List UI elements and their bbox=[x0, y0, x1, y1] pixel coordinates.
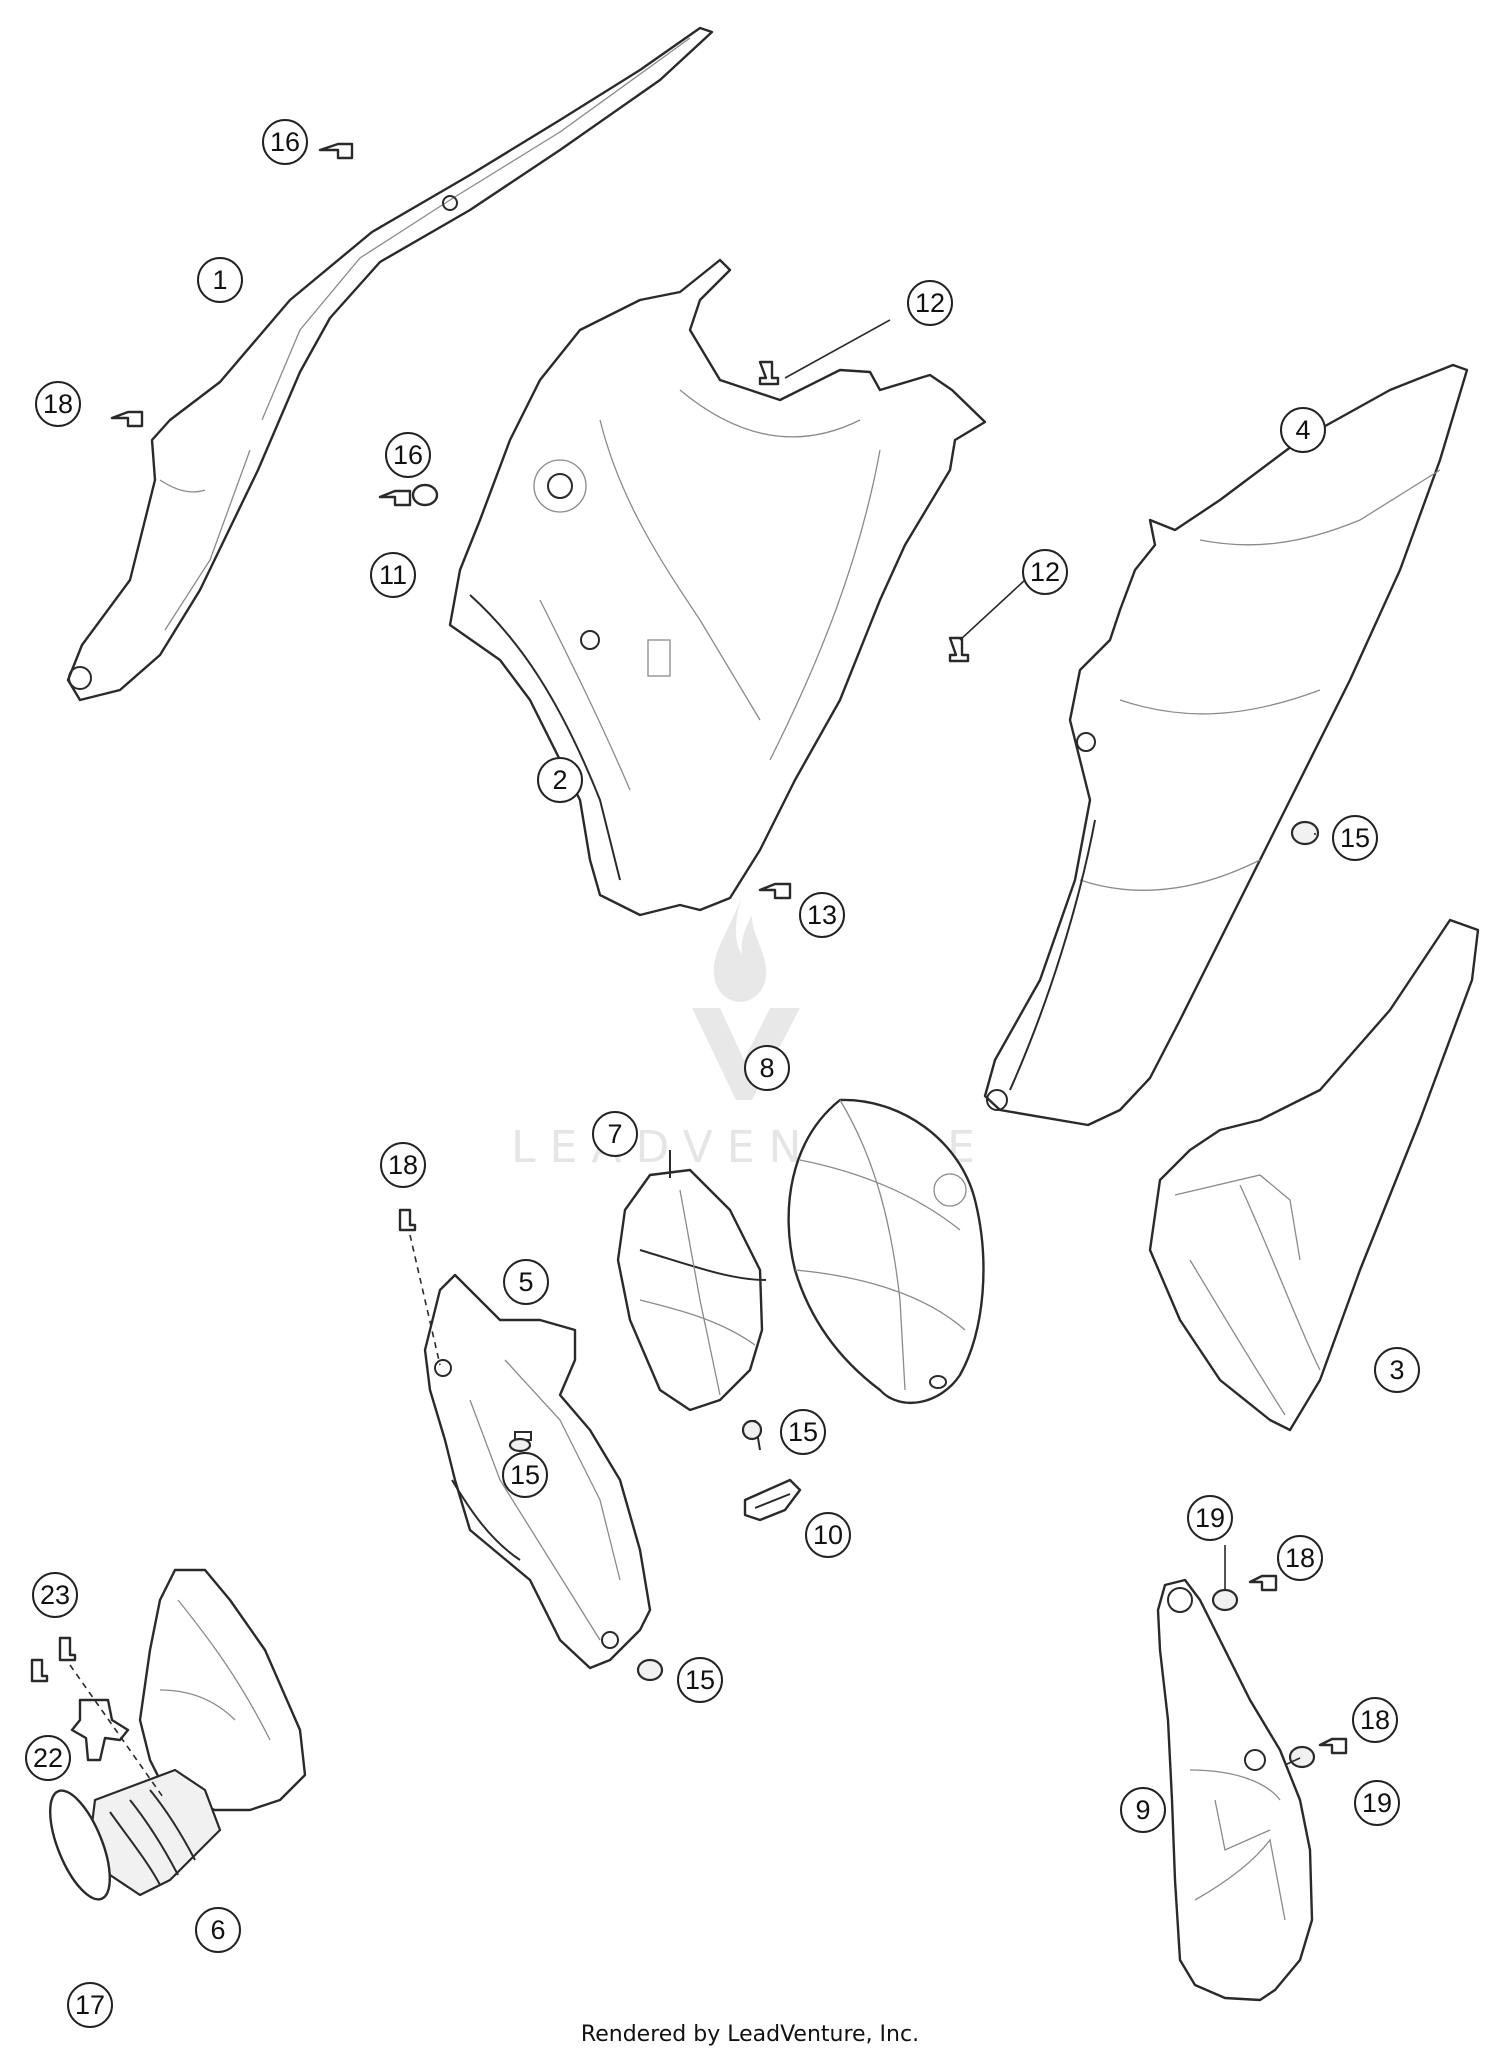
callout-6[interactable]: 6 bbox=[195, 1907, 241, 1953]
callout-16-top-left[interactable]: 16 bbox=[262, 119, 308, 165]
svg-text:6: 6 bbox=[210, 1915, 225, 1945]
washer-top bbox=[1211, 1588, 1239, 1612]
hardware bbox=[30, 142, 1348, 1901]
callout-15-cage[interactable]: 15 bbox=[780, 1409, 826, 1455]
callout-17[interactable]: 17 bbox=[67, 1982, 113, 2028]
callout-12-right[interactable]: 12 bbox=[1022, 549, 1068, 595]
svg-text:15: 15 bbox=[685, 1665, 715, 1695]
screw-top bbox=[758, 360, 780, 386]
svg-text:3: 3 bbox=[1389, 1355, 1404, 1385]
callout-11[interactable]: 11 bbox=[370, 552, 416, 598]
screw-cover-bottom bbox=[1318, 1737, 1348, 1755]
intake-boot[interactable] bbox=[88, 1568, 307, 1897]
screw-top-left bbox=[318, 142, 354, 160]
airbox-housing[interactable] bbox=[448, 258, 987, 917]
svg-text:19: 19 bbox=[1362, 1788, 1392, 1818]
screw-cover-top bbox=[1248, 1574, 1278, 1592]
callout-18-cover-top[interactable]: 18 bbox=[1277, 1535, 1323, 1581]
callout-15-lower[interactable]: 15 bbox=[677, 1657, 723, 1703]
flame-logo-icon bbox=[713, 895, 767, 1002]
svg-text:5: 5 bbox=[518, 1267, 533, 1297]
callout-13[interactable]: 13 bbox=[799, 892, 845, 938]
left-rear-frame-strut[interactable] bbox=[66, 26, 714, 702]
callout-18-cover-bottom[interactable]: 18 bbox=[1352, 1697, 1398, 1743]
left-side-cover[interactable] bbox=[1156, 1578, 1314, 2002]
sensor-screw bbox=[58, 1636, 77, 1662]
screw-right bbox=[948, 636, 970, 663]
side-panel-right[interactable] bbox=[983, 363, 1469, 1127]
rendered-by-credit: Rendered by LeadVenture, Inc. bbox=[580, 2022, 920, 2047]
svg-text:15: 15 bbox=[1340, 823, 1370, 853]
svg-text:15: 15 bbox=[788, 1417, 818, 1447]
hose-clamp bbox=[48, 1789, 112, 1901]
svg-text:23: 23 bbox=[40, 1580, 70, 1610]
callout-4[interactable]: 4 bbox=[1280, 407, 1326, 453]
grommet-frame bbox=[508, 1437, 532, 1453]
svg-text:8: 8 bbox=[759, 1053, 774, 1083]
screw-middle bbox=[378, 489, 412, 507]
svg-text:2: 2 bbox=[552, 765, 567, 795]
svg-text:1: 1 bbox=[212, 265, 227, 295]
lv-logo-icon bbox=[692, 1008, 800, 1100]
svg-text:9: 9 bbox=[1135, 1795, 1150, 1825]
callout-22[interactable]: 22 bbox=[25, 1735, 71, 1781]
callout-8[interactable]: 8 bbox=[744, 1045, 790, 1091]
filter-cage[interactable] bbox=[616, 1150, 767, 1451]
sensor bbox=[70, 1698, 130, 1762]
svg-text:13: 13 bbox=[807, 900, 837, 930]
svg-text:12: 12 bbox=[1030, 557, 1060, 587]
callout-10[interactable]: 10 bbox=[805, 1512, 851, 1558]
callout-3[interactable]: 3 bbox=[1374, 1347, 1420, 1393]
callout-18-frame[interactable]: 18 bbox=[380, 1142, 426, 1188]
side-cover-lower[interactable] bbox=[1148, 918, 1480, 1432]
svg-text:18: 18 bbox=[388, 1150, 418, 1180]
callout-12-top[interactable]: 12 bbox=[907, 280, 953, 326]
svg-text:15: 15 bbox=[510, 1460, 540, 1490]
svg-text:12: 12 bbox=[915, 288, 945, 318]
screw-collar bbox=[758, 882, 792, 900]
grommet-right bbox=[1290, 820, 1320, 846]
screw-strut bbox=[110, 410, 144, 428]
svg-text:18: 18 bbox=[1285, 1543, 1315, 1573]
screw-frame bbox=[398, 1208, 417, 1232]
callout-1[interactable]: 1 bbox=[197, 257, 243, 303]
callout-18-strut[interactable]: 18 bbox=[35, 381, 81, 427]
air-filter-element[interactable] bbox=[787, 1098, 985, 1404]
svg-text:19: 19 bbox=[1195, 1503, 1225, 1533]
callout-5[interactable]: 5 bbox=[503, 1259, 549, 1305]
callout-15-frame[interactable]: 15 bbox=[502, 1452, 548, 1498]
callout-19-bottom[interactable]: 19 bbox=[1354, 1780, 1400, 1826]
callout-15-right[interactable]: 15 bbox=[1332, 815, 1378, 861]
callout-19-top[interactable]: 19 bbox=[1187, 1495, 1233, 1541]
svg-text:17: 17 bbox=[75, 1990, 105, 2020]
svg-text:11: 11 bbox=[379, 560, 407, 590]
washer-bottom bbox=[1288, 1745, 1316, 1769]
grommet-cage bbox=[741, 1419, 763, 1441]
svg-text:4: 4 bbox=[1295, 415, 1310, 445]
callout-2[interactable]: 2 bbox=[537, 757, 583, 803]
nut bbox=[411, 483, 439, 507]
svg-text:22: 22 bbox=[33, 1743, 63, 1773]
svg-text:16: 16 bbox=[393, 440, 423, 470]
callout-23[interactable]: 23 bbox=[32, 1572, 78, 1618]
callout-16-middle[interactable]: 16 bbox=[385, 432, 431, 478]
svg-text:7: 7 bbox=[607, 1119, 622, 1149]
callout-9[interactable]: 9 bbox=[1120, 1787, 1166, 1833]
callout-7[interactable]: 7 bbox=[592, 1111, 638, 1157]
svg-text:16: 16 bbox=[270, 127, 300, 157]
svg-text:18: 18 bbox=[1360, 1705, 1390, 1735]
svg-text:18: 18 bbox=[43, 389, 73, 419]
svg-text:10: 10 bbox=[813, 1520, 843, 1550]
grommet-lower bbox=[636, 1658, 664, 1682]
leader-lines bbox=[69, 319, 1316, 1801]
